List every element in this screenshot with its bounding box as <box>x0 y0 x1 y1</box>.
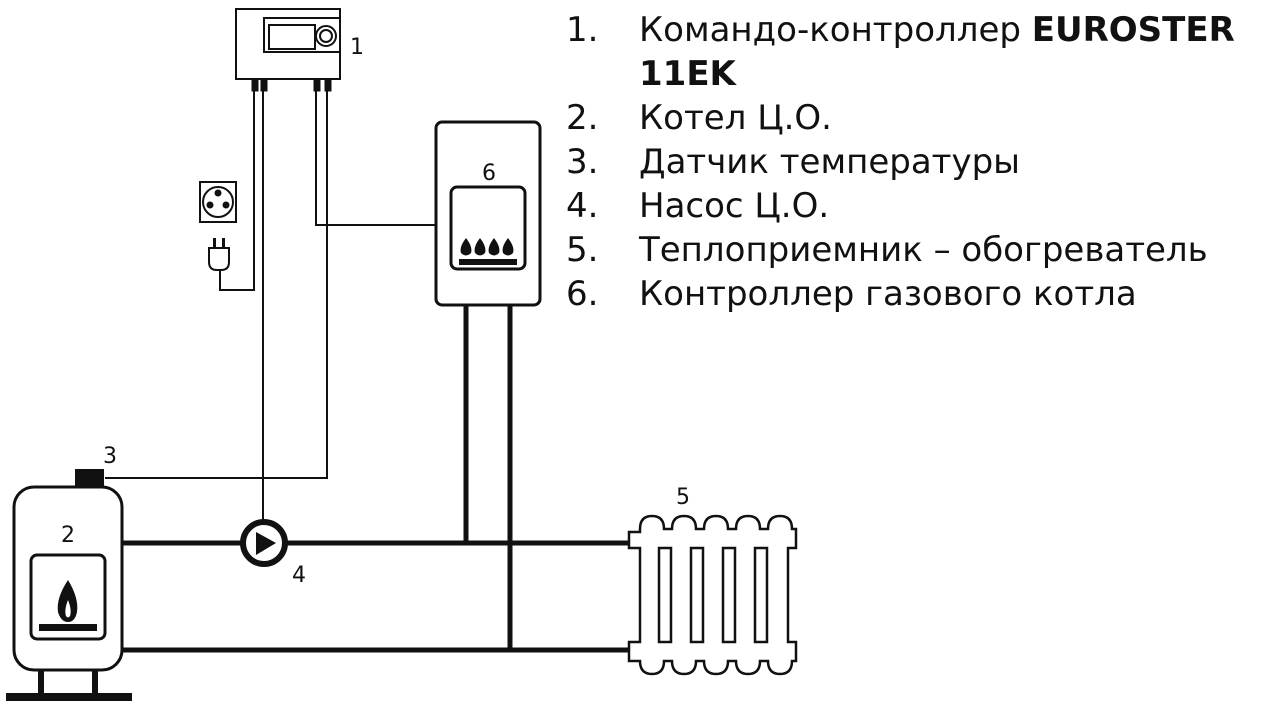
control-wires <box>105 91 436 530</box>
legend: 1. Командо-контроллер EUROSTER 11EK 2. К… <box>566 8 1235 316</box>
label-controller: 1 <box>350 35 364 60</box>
gas-boiler-controller <box>434 120 542 307</box>
power-plug <box>208 238 230 271</box>
radiator <box>627 514 798 676</box>
label-boiler: 2 <box>61 523 75 548</box>
label-sensor: 3 <box>103 444 117 469</box>
pipes <box>122 305 632 653</box>
legend-item: 5. Теплоприемник – обогреватель <box>566 230 1208 270</box>
label-radiator: 5 <box>676 485 690 510</box>
flame-icon <box>57 580 78 622</box>
legend-item-continuation: 11EK <box>639 54 736 94</box>
legend-item: 2. Котел Ц.О. <box>566 98 832 138</box>
circulation-pump <box>240 519 288 567</box>
legend-item: 6. Контроллер газового котла <box>566 274 1137 314</box>
temperature-sensor <box>75 469 104 487</box>
legend-item: 4. Насос Ц.О. <box>566 186 830 226</box>
power-socket <box>199 181 237 223</box>
euroster-controller <box>235 8 341 92</box>
legend-item: 3. Датчик температуры <box>566 142 1021 182</box>
label-pump: 4 <box>292 563 306 588</box>
label-gas-controller: 6 <box>482 161 496 186</box>
central-heating-boiler <box>6 485 132 701</box>
gas-burner-flames-icon <box>460 238 514 256</box>
legend-item: 1. Командо-контроллер EUROSTER <box>566 10 1235 50</box>
